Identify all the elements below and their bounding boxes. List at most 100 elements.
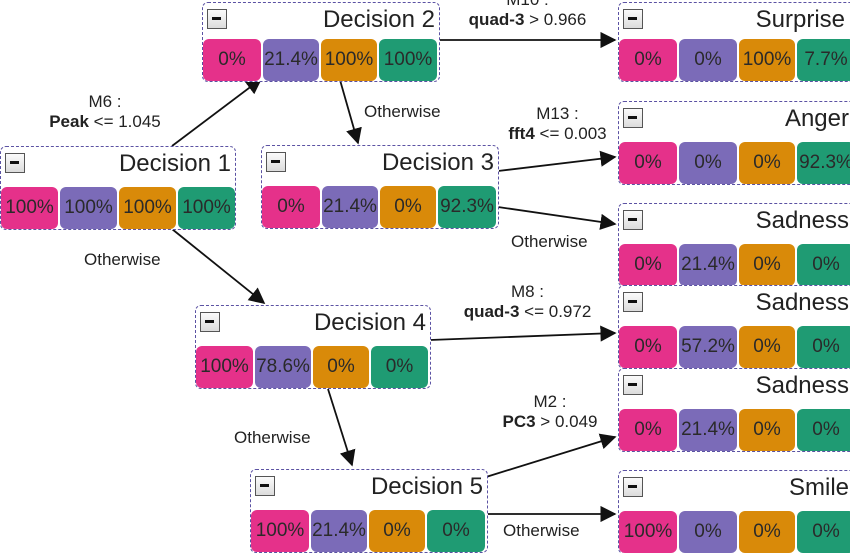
cell-class-2: 21.4% (679, 244, 737, 286)
node-cells: 0% 21.4% 0% 0% (619, 409, 850, 451)
cell-class-4: 0% (797, 244, 850, 286)
node-decision-1: Decision 1 100% 100% 100% 100% (0, 146, 236, 230)
node-leaf-sadness-2: Sadness 0% 57.2% 0% 0% (618, 285, 850, 369)
minus-box-icon[interactable] (255, 476, 275, 496)
node-leaf-sadness-3: Sadness 0% 21.4% 0% 0% (618, 368, 850, 452)
cell-class-3: 100% (321, 39, 377, 81)
edge-label-otherwise-d4: Otherwise (234, 428, 311, 447)
node-decision-4: Decision 4 100% 78.6% 0% 0% (195, 305, 431, 389)
edge-label-m6: M6 : Peak <= 1.045 (30, 92, 180, 132)
edge-rule: > 0.966 (524, 10, 587, 29)
cell-class-2: 57.2% (679, 326, 737, 368)
cell-class-3: 0% (739, 142, 795, 184)
node-leaf-sadness-1: Sadness 0% 21.4% 0% 0% (618, 203, 850, 287)
cell-class-2: 21.4% (311, 510, 367, 552)
node-leaf-surprise: Surprise 0% 0% 100% 7.7% (618, 2, 850, 82)
edge-feature: quad-3 (468, 10, 525, 29)
edge-rule: <= 1.045 (88, 112, 161, 131)
edge-rule: <= 0.972 (519, 302, 592, 321)
edge-label-m10: M10 : quad-3 > 0.966 (440, 0, 615, 30)
cell-class-2: 21.4% (263, 39, 319, 81)
node-leaf-anger: Anger 0% 0% 0% 92.3% (618, 101, 850, 185)
cell-class-1: 100% (196, 346, 253, 388)
minus-box-icon[interactable] (623, 292, 643, 312)
node-decision-5: Decision 5 100% 21.4% 0% 0% (250, 469, 488, 553)
minus-box-icon[interactable] (266, 152, 286, 172)
node-title: Decision 2 (322, 6, 435, 33)
edge-label-otherwise-d1: Otherwise (84, 250, 161, 269)
edge-d3-sadness1 (497, 206, 617, 230)
cell-class-1: 0% (619, 409, 677, 451)
edge-condition: Peak <= 1.045 (30, 112, 180, 132)
edge-rule: <= 0.003 (534, 124, 607, 143)
cell-class-4: 0% (797, 409, 850, 451)
cell-class-2: 21.4% (679, 409, 737, 451)
cell-class-2: 0% (679, 142, 737, 184)
edge-d5-sadness3 (485, 433, 617, 478)
edge-condition: PC3 > 0.049 (480, 412, 620, 432)
cell-class-4: 0% (797, 326, 850, 368)
node-cells: 0% 0% 100% 7.7% (619, 39, 850, 81)
node-decision-3: Decision 3 0% 21.4% 0% 92.3% (261, 145, 499, 229)
cell-class-3: 0% (739, 244, 795, 286)
edge-rule: > 0.049 (535, 412, 598, 431)
cell-class-2: 78.6% (255, 346, 311, 388)
edge-condition: fft4 <= 0.003 (490, 124, 625, 144)
minus-box-icon[interactable] (623, 477, 643, 497)
node-title: Anger (784, 105, 849, 132)
edge-feature: fft4 (508, 124, 535, 143)
edge-d2-d3 (339, 79, 362, 145)
cell-class-3: 0% (313, 346, 369, 388)
minus-box-icon[interactable] (207, 9, 227, 29)
cell-class-3: 0% (739, 511, 795, 553)
cell-class-2: 0% (679, 511, 737, 553)
node-title: Decision 3 (381, 149, 494, 176)
edge-d4-d5 (327, 388, 356, 467)
edge-model: M13 : (536, 104, 579, 123)
node-title: Surprise (755, 6, 845, 33)
node-title: Decision 4 (313, 309, 426, 336)
edge-feature: Peak (49, 112, 89, 131)
edge-feature: PC3 (502, 412, 536, 431)
cell-class-2: 21.4% (322, 186, 378, 228)
node-cells: 100% 21.4% 0% 0% (251, 510, 485, 552)
minus-box-icon[interactable] (200, 312, 220, 332)
node-cells: 0% 57.2% 0% 0% (619, 326, 850, 368)
cell-class-4: 92.3% (438, 186, 496, 228)
node-cells: 0% 21.4% 100% 100% (203, 39, 437, 81)
edge-d4-sadness2 (429, 325, 617, 342)
node-title: Decision 1 (118, 150, 231, 177)
edge-condition: quad-3 <= 0.972 (440, 302, 615, 322)
node-title: Sadness (755, 207, 849, 234)
cell-class-4: 92.3% (797, 142, 850, 184)
cell-class-3: 0% (380, 186, 436, 228)
edge-label-otherwise-d2: Otherwise (364, 102, 441, 121)
cell-class-2: 100% (60, 187, 117, 229)
cell-class-4: 100% (379, 39, 437, 81)
node-cells: 0% 21.4% 0% 92.3% (262, 186, 496, 228)
edge-d1-d2 (171, 78, 263, 147)
minus-box-icon[interactable] (623, 108, 643, 128)
minus-box-icon[interactable] (623, 375, 643, 395)
node-title: Sadness (755, 372, 849, 399)
cell-class-1: 100% (619, 511, 677, 553)
minus-box-icon[interactable] (623, 9, 643, 29)
cell-class-3: 0% (739, 326, 795, 368)
edge-d3-anger (497, 150, 617, 172)
cell-class-4: 7.7% (797, 39, 850, 81)
node-leaf-smile: Smile 100% 0% 0% 0% (618, 470, 850, 553)
node-cells: 0% 0% 0% 92.3% (619, 142, 850, 184)
minus-box-icon[interactable] (5, 153, 25, 173)
edge-d1-d4 (171, 228, 266, 305)
node-decision-2: Decision 2 0% 21.4% 100% 100% (202, 2, 440, 82)
edge-label-m13: M13 : fft4 <= 0.003 (490, 104, 625, 144)
cell-class-3: 100% (119, 187, 176, 229)
edge-label-otherwise-d5: Otherwise (503, 521, 580, 540)
node-cells: 100% 78.6% 0% 0% (196, 346, 428, 388)
cell-class-2: 0% (679, 39, 737, 81)
edge-model: M8 : (510, 282, 545, 301)
cell-class-3: 0% (369, 510, 425, 552)
minus-box-icon[interactable] (623, 210, 643, 230)
cell-class-1: 0% (203, 39, 261, 81)
